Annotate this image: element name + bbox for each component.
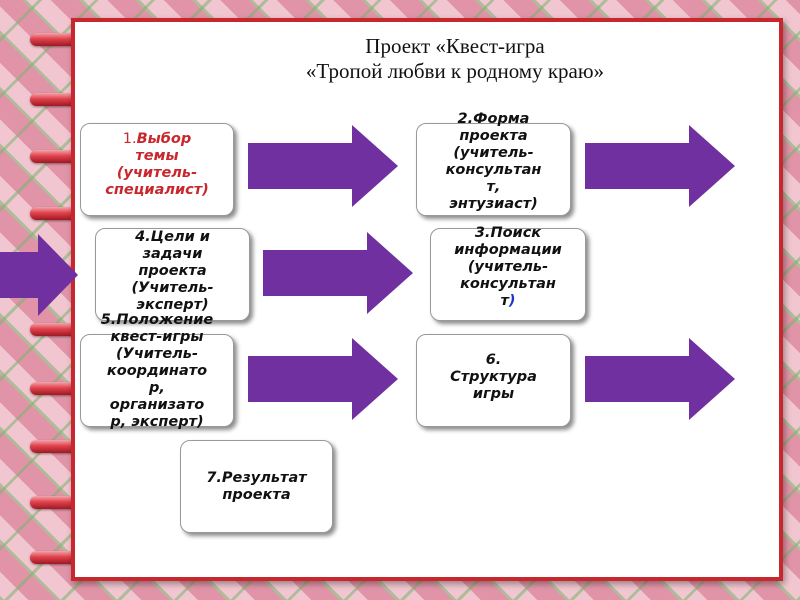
step-4-text: 4.Цели и задачи проекта (Учитель- экспер… <box>96 229 249 314</box>
step-7-text: 7.Результат проекта <box>181 470 332 504</box>
step-box-6-game-structure: 6. Структура игры <box>416 334 571 427</box>
step-box-4-goals: 4.Цели и задачи проекта (Учитель- экспер… <box>95 228 250 321</box>
step-3-line-1: 3.Поиск <box>474 225 542 241</box>
step-2-line-6: энтузиаст) <box>449 196 538 212</box>
step-3-line-5-text: т <box>500 293 509 309</box>
step-5-line-3: (Учитель- <box>116 346 198 362</box>
title-line-2: «Тропой любви к родному краю» <box>305 59 605 83</box>
step-box-2-project-form: 2.Форма проекта (учитель- консультан т, … <box>416 111 571 216</box>
step-5-line-2: квест-игры <box>110 329 204 345</box>
step-6-line-1: 6. <box>485 352 502 368</box>
step-4-line-3: проекта <box>138 263 207 279</box>
arrow-right-icon <box>0 234 78 316</box>
step-3-line-2: информации <box>454 242 562 258</box>
step-7-line-1: 7.Результат <box>206 470 307 486</box>
step-6-line-2: Структура <box>450 369 537 385</box>
step-7-line-2: проекта <box>222 487 291 503</box>
step-3-line-3: (учитель- <box>467 259 549 275</box>
step-5-line-7: р, эксперт) <box>110 414 204 430</box>
step-2-line-5: т, <box>486 179 501 195</box>
step-3-closing-paren: ) <box>508 293 516 309</box>
step-box-7-result: 7.Результат проекта <box>180 440 333 533</box>
step-4-line-4: (Учитель- <box>131 280 214 296</box>
step-2-line-1: 2.Форма <box>457 111 530 127</box>
step-1-text: 1.Выбор темы (учитель- специалист) <box>81 131 233 199</box>
title-line-1: Проект «Квест-игра <box>365 34 545 58</box>
step-4-line-5: эксперт) <box>136 297 209 313</box>
step-box-3-info-search: 3.Поиск информации (учитель- консультан … <box>430 225 586 321</box>
arrow-right-icon <box>248 338 398 420</box>
step-2-line-2: проекта <box>459 128 528 144</box>
step-5-text: 5.Положение квест-игры (Учитель- координ… <box>81 312 233 431</box>
step-5-line-4: координато <box>106 363 208 379</box>
step-2-text: 2.Форма проекта (учитель- консультан т, … <box>417 111 570 213</box>
step-1-line-2: темы <box>135 148 179 164</box>
arrow-right-icon <box>263 232 413 314</box>
step-6-line-3: игры <box>472 386 515 402</box>
step-2-line-3: (учитель- <box>453 145 534 161</box>
step-5-line-5: р, <box>149 380 165 396</box>
step-6-text: 6. Структура игры <box>417 352 570 403</box>
arrow-right-icon <box>585 338 735 420</box>
step-box-1-topic-choice: 1.Выбор темы (учитель- специалист) <box>80 123 234 216</box>
step-2-line-4: консультан <box>445 162 542 178</box>
slide-title: Проект «Квест-игра «Тропой любви к родно… <box>265 34 645 84</box>
step-5-line-1: 5.Положение <box>100 312 214 328</box>
arrow-right-icon <box>585 125 735 207</box>
step-1-number: 1. <box>122 131 137 147</box>
arrow-right-icon <box>248 125 398 207</box>
step-1-line-4: специалист) <box>105 182 209 198</box>
step-3-text: 3.Поиск информации (учитель- консультан … <box>431 225 585 310</box>
step-4-line-2: задачи <box>142 246 203 262</box>
step-1-line-3: (учитель- <box>116 165 198 181</box>
step-3-line-5: т) <box>431 293 585 310</box>
step-box-5-regulations: 5.Положение квест-игры (Учитель- координ… <box>80 312 234 430</box>
step-1-line-1-text: Выбор <box>136 131 192 147</box>
step-4-line-1: 4.Цели и <box>135 229 210 245</box>
step-1-line-1: 1.Выбор <box>81 131 233 148</box>
step-5-line-6: организато <box>109 397 205 413</box>
step-3-line-4: консультан <box>460 276 556 292</box>
